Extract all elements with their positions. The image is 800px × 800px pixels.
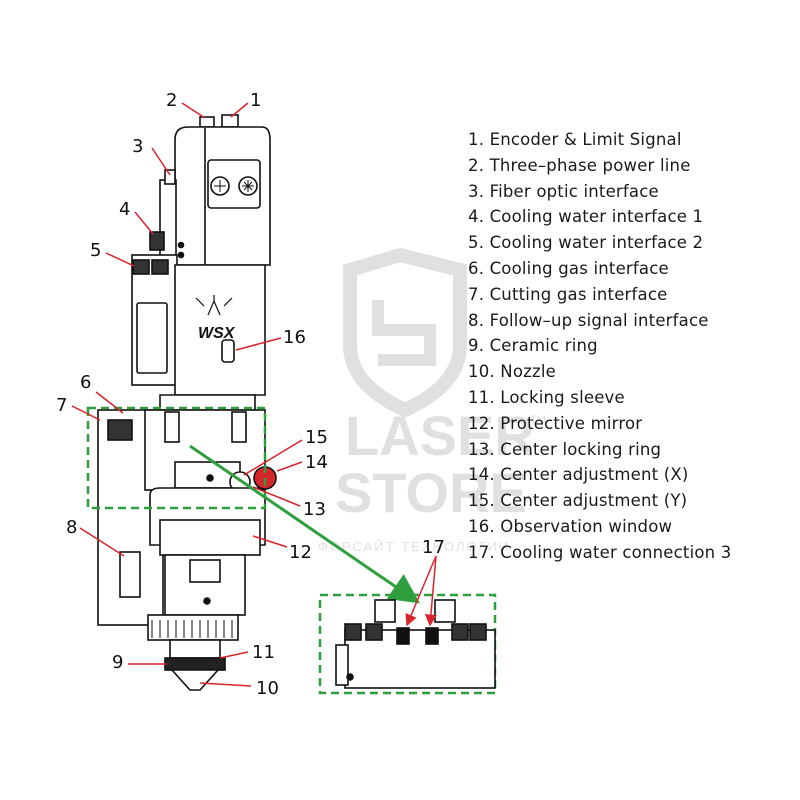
laser-head: WSX	[97, 114, 277, 691]
watermark-line2: STORE	[335, 461, 527, 524]
watermark-line1: LASER	[345, 404, 535, 467]
legend-item: 7. Cutting gas interface	[468, 284, 668, 304]
legend-item: 14. Center adjustment (X)	[468, 465, 689, 485]
callout-6: 6	[80, 372, 91, 393]
callout-15: 15	[305, 427, 328, 448]
shield-logo	[343, 247, 467, 418]
device-logo: WSX	[198, 325, 236, 342]
leader-lines	[71, 102, 437, 687]
callout-5: 5	[90, 240, 101, 261]
callout-16: 16	[283, 327, 306, 348]
observation-window	[221, 339, 235, 363]
protective-mirror-drawer	[159, 519, 261, 556]
legend-item: 12. Protective mirror	[468, 413, 643, 433]
cooling-water-port-2b	[151, 259, 169, 275]
callout-14: 14	[305, 452, 328, 473]
callout-11: 11	[252, 642, 275, 663]
callout-12: 12	[289, 542, 312, 563]
locking-sleeve	[147, 614, 239, 641]
cooling-water-port-1	[149, 231, 165, 251]
watermark-trademark: TM	[530, 414, 546, 426]
encoder-connector	[221, 114, 239, 128]
control-panel	[207, 159, 261, 209]
callout-7: 7	[56, 395, 67, 416]
callout-10: 10	[256, 678, 279, 699]
callout-3: 3	[132, 136, 143, 157]
watermark: LASER STORE TM ФОРСАЙТ ТЕХНОЛОГИИ	[318, 247, 546, 554]
legend-item: 2. Three–phase power line	[468, 155, 691, 175]
legend-item: 8. Follow–up signal interface	[468, 310, 709, 330]
legend-item: 17. Cooling water connection 3	[468, 542, 732, 562]
detail-view	[335, 599, 496, 689]
callout-17: 17	[422, 537, 445, 558]
legend-item: 1. Encoder & Limit Signal	[468, 130, 682, 149]
zoom-arrow	[189, 444, 420, 604]
nozzle	[170, 669, 220, 691]
parts-legend: 1. Encoder & Limit Signal 2. Three–phase…	[468, 127, 731, 566]
cooling-water-connection-3b	[425, 627, 439, 645]
follow-up-connector	[119, 551, 141, 598]
callout-8: 8	[66, 517, 77, 538]
watermark-subtitle: ФОРСАЙТ ТЕХНОЛОГИИ	[318, 539, 510, 554]
legend-item: 6. Cooling gas interface	[468, 258, 669, 278]
legend-item: 13. Center locking ring	[468, 439, 662, 459]
legend-item: 10. Nozzle	[468, 362, 556, 382]
legend-item: 15. Center adjustment (Y)	[468, 491, 688, 511]
legend-item: 9. Ceramic ring	[468, 336, 598, 356]
legend-item: 11. Locking sleeve	[468, 387, 625, 407]
cooling-water-port-2a	[132, 259, 150, 275]
legend-item: 4. Cooling water interface 1	[468, 207, 704, 227]
highlight-box-source	[86, 406, 267, 510]
cooling-water-connection-3a	[396, 627, 410, 645]
legend-item: 3. Fiber optic interface	[468, 181, 659, 201]
callout-4: 4	[119, 199, 130, 220]
power-connector	[199, 116, 215, 128]
callout-2: 2	[166, 90, 177, 111]
ceramic-ring	[164, 657, 226, 671]
callout-9: 9	[112, 652, 123, 673]
callout-numbers: 1 2 3 4 5 6 7 8 9 10 11 12 13 14 15 16 1…	[56, 90, 445, 699]
legend-item: 16. Observation window	[468, 516, 673, 536]
callout-13: 13	[303, 499, 326, 520]
legend-item: 5. Cooling water interface 2	[468, 233, 704, 253]
callout-1: 1	[250, 90, 261, 111]
